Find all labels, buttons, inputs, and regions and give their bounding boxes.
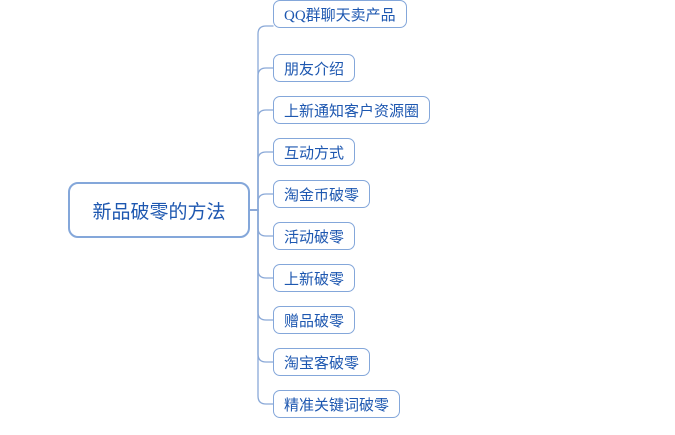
- topic-label: 赠品破零: [284, 313, 345, 330]
- topic-label: 上新通知客户资源圈: [284, 103, 420, 120]
- root-topic-label: 新品破零的方法: [92, 201, 226, 223]
- connector-line: [249, 193, 274, 211]
- topic-node-new-launch[interactable]: 上新破零: [273, 264, 356, 292]
- connector-line: [249, 209, 274, 363]
- topic-node-taojinbi[interactable]: 淘金币破零: [273, 180, 371, 208]
- topic-label: 互动方式: [284, 145, 345, 162]
- topic-label: 淘宝客破零: [284, 355, 360, 372]
- topic-node-activity[interactable]: 活动破零: [273, 222, 356, 250]
- topic-node-interaction[interactable]: 互动方式: [273, 138, 356, 166]
- connector-line: [249, 67, 274, 211]
- topic-label: 淘金币破零: [284, 187, 360, 204]
- connector-line: [249, 109, 274, 211]
- topic-label: 朋友介绍: [284, 61, 345, 78]
- topic-node-qq-group[interactable]: QQ群聊天卖产品: [273, 0, 407, 28]
- topic-node-taobaoke[interactable]: 淘宝客破零: [273, 348, 371, 376]
- connector-line: [249, 209, 274, 321]
- root-topic-node[interactable]: 新品破零的方法: [68, 182, 250, 238]
- topic-node-friend-intro[interactable]: 朋友介绍: [273, 54, 356, 82]
- topic-label: 活动破零: [284, 229, 345, 246]
- connector-line: [249, 209, 274, 279]
- topic-node-keyword[interactable]: 精准关键词破零: [273, 390, 401, 418]
- connector-line: [249, 209, 274, 237]
- topic-label: QQ群聊天卖产品: [284, 7, 396, 24]
- topic-node-gift[interactable]: 赠品破零: [273, 306, 356, 334]
- topic-node-new-arrival-notify[interactable]: 上新通知客户资源圈: [273, 96, 431, 124]
- topic-label: 精准关键词破零: [284, 397, 390, 414]
- connector-line: [249, 25, 274, 211]
- connector-line: [249, 209, 274, 405]
- connector-line: [249, 151, 274, 211]
- topic-label: 上新破零: [284, 271, 345, 288]
